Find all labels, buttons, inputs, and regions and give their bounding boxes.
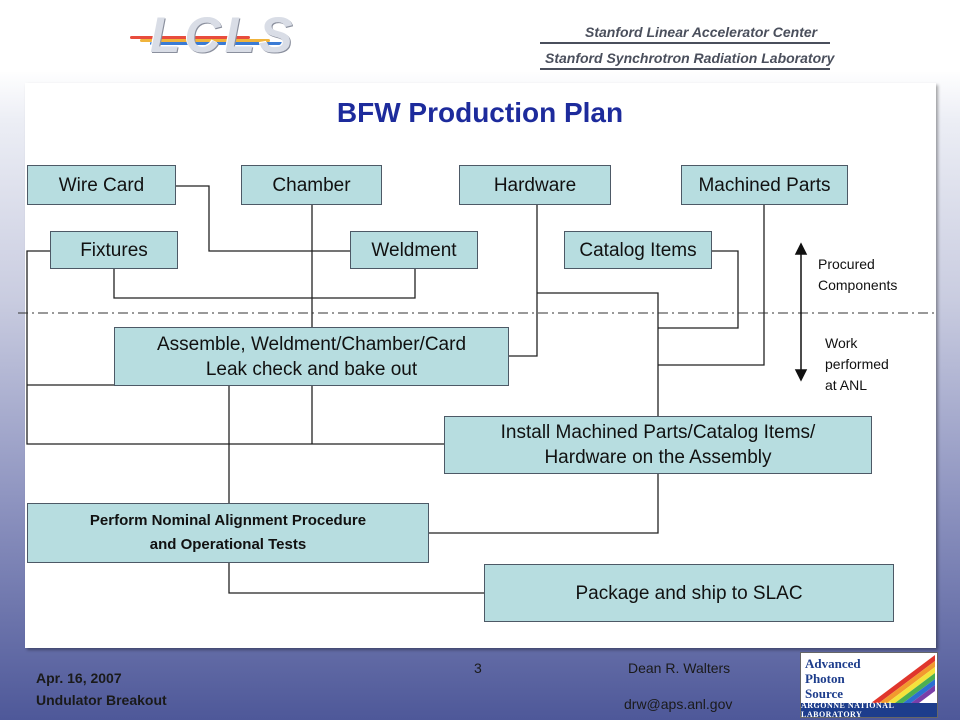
footer-author: Dean R. Walters xyxy=(628,660,731,676)
footer-event: Undulator Breakout xyxy=(36,692,167,708)
header-bar: LCLS Stanford Linear Accelerator Center … xyxy=(0,0,960,72)
node-assemble: Assemble, Weldment/Chamber/Card Leak che… xyxy=(114,327,509,386)
node-alignment: Perform Nominal Alignment Procedure and … xyxy=(27,503,429,563)
node-machined-parts: Machined Parts xyxy=(681,165,848,205)
node-chamber: Chamber xyxy=(241,165,382,205)
rainbow-graphic xyxy=(871,655,935,703)
header-divider xyxy=(540,42,830,44)
work-performed-label: Work performed at ANL xyxy=(825,335,889,393)
page-number: 3 xyxy=(474,660,482,676)
logo-streaks xyxy=(130,36,300,46)
org-name-ssrl: Stanford Synchrotron Radiation Laborator… xyxy=(545,50,835,66)
org-name-slac: Stanford Linear Accelerator Center xyxy=(585,24,818,40)
procured-components-label: Procured Components xyxy=(818,256,898,293)
node-install: Install Machined Parts/Catalog Items/ Ha… xyxy=(444,416,872,474)
aps-line2: Photon xyxy=(805,671,845,686)
footer-email: drw@aps.anl.gov xyxy=(624,696,733,712)
node-package: Package and ship to SLAC xyxy=(484,564,894,622)
aps-line3: Source xyxy=(805,686,844,701)
slide-title: BFW Production Plan xyxy=(336,97,624,128)
header-divider xyxy=(540,68,830,70)
aps-line1: Advanced xyxy=(805,656,861,671)
aps-logo: Advanced Photon Source ARGONNE NATIONAL … xyxy=(800,652,938,718)
node-weldment: Weldment xyxy=(350,231,478,269)
node-catalog-items: Catalog Items xyxy=(564,231,712,269)
node-hardware: Hardware xyxy=(459,165,611,205)
footer-date: Apr. 16, 2007 xyxy=(36,670,122,686)
node-fixtures: Fixtures xyxy=(50,231,178,269)
aps-lab-name: ARGONNE NATIONAL LABORATORY xyxy=(801,701,937,717)
lcls-logo: LCLS xyxy=(150,7,297,63)
node-wire-card: Wire Card xyxy=(27,165,176,205)
